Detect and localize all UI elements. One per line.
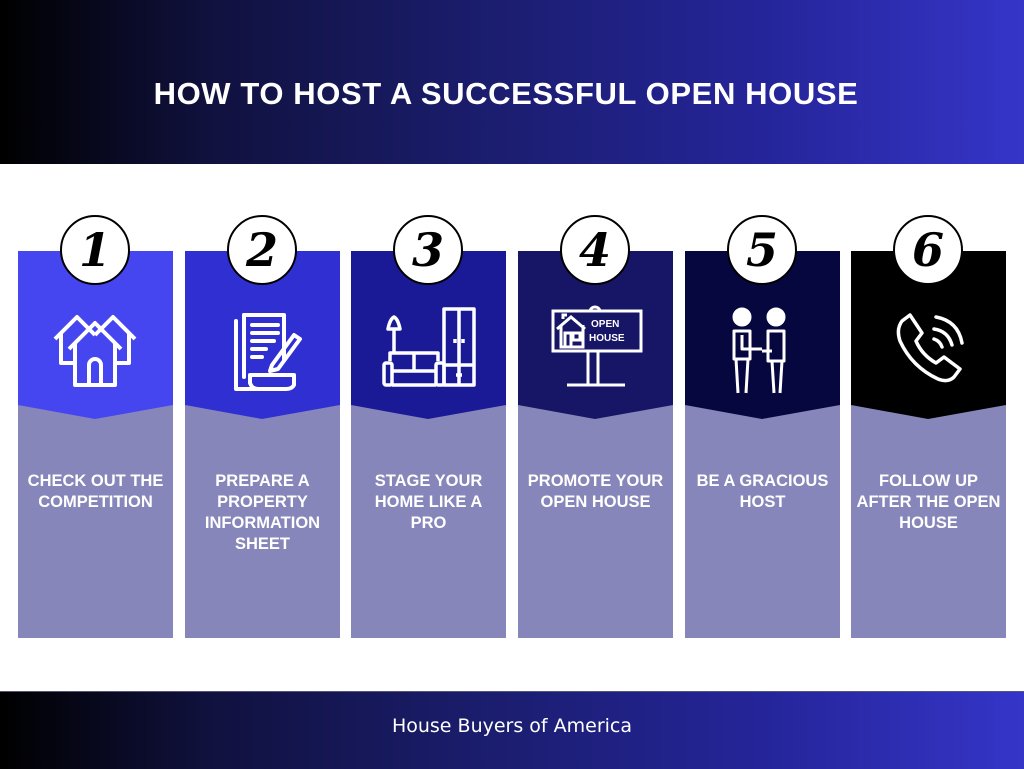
- brand-name: House Buyers of America: [391, 715, 633, 737]
- step-number-badge: 5: [727, 215, 797, 285]
- step-number-badge: 4: [560, 215, 630, 285]
- step-card-header: [851, 251, 1006, 419]
- header-banner: HOW TO HOST A SUCCESSFUL OPEN HOUSE: [0, 0, 1024, 164]
- step-card-header: OPEN HOUSE: [518, 251, 673, 419]
- step-card-header: [18, 251, 173, 419]
- svg-text:OPEN: OPEN: [591, 319, 619, 330]
- step-number-badge: 1: [60, 215, 130, 285]
- step-card-header: [685, 251, 840, 419]
- step-number-badge: 3: [393, 215, 463, 285]
- step-card-4: OPEN HOUSE 4 PROMOTE YOUR OPEN HOUSE: [518, 215, 673, 638]
- step-card-1: 1 CHECK OUT THE COMPETITION: [18, 215, 173, 638]
- handshake-icon: [732, 307, 786, 394]
- svg-text:HOUSE: HOUSE: [589, 333, 625, 344]
- phone-call-icon: [896, 313, 964, 383]
- step-number-badge: 6: [893, 215, 963, 285]
- step-label: BE A GRACIOUS HOST: [696, 472, 829, 511]
- step-card-3: 3 STAGE YOUR HOME LIKE A PRO: [351, 215, 506, 638]
- houses-icon: [53, 315, 137, 387]
- document-pen-icon: [234, 313, 302, 391]
- footer-banner: House Buyers of America: [0, 691, 1024, 769]
- step-label: PREPARE A PROPERTY INFORMATION SHEET: [204, 472, 321, 553]
- furniture-icon: [382, 307, 476, 387]
- open-house-sign-icon: OPEN HOUSE: [551, 305, 643, 387]
- page-title: HOW TO HOST A SUCCESSFUL OPEN HOUSE: [153, 76, 859, 111]
- step-card-2: 2 PREPARE A PROPERTY INFORMATION SHEET: [185, 215, 340, 638]
- step-card-header: [185, 251, 340, 419]
- step-label: CHECK OUT THE COMPETITION: [27, 472, 164, 511]
- step-card-6: 6 FOLLOW UP AFTER THE OPEN HOUSE: [851, 215, 1006, 638]
- step-number-badge: 2: [227, 215, 297, 285]
- step-card-5: 5 BE A GRACIOUS HOST: [685, 215, 840, 638]
- step-label: FOLLOW UP AFTER THE OPEN HOUSE: [856, 472, 1001, 532]
- step-label: PROMOTE YOUR OPEN HOUSE: [527, 472, 664, 511]
- step-card-header: [351, 251, 506, 419]
- step-label: STAGE YOUR HOME LIKE A PRO: [374, 472, 483, 532]
